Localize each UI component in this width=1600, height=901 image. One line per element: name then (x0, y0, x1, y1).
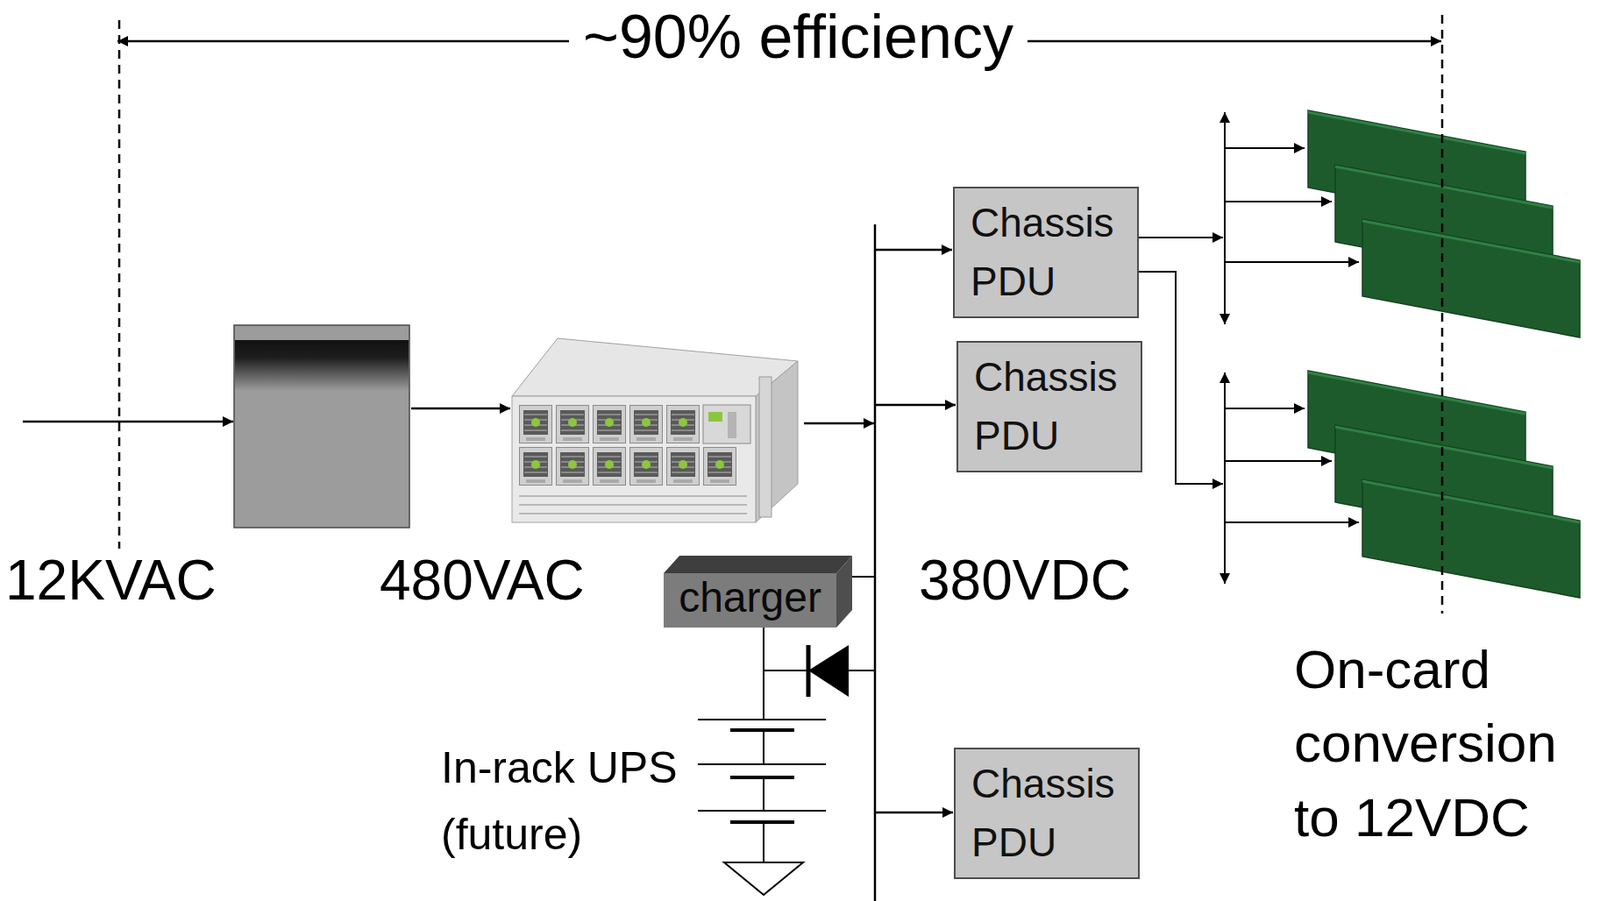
fan-module (556, 405, 590, 444)
controller-screen (708, 412, 723, 422)
pdu-output-arrow (1138, 271, 1224, 484)
voltage-label: 480VAC (376, 548, 589, 614)
battery-plate (697, 763, 826, 766)
card-stack (1308, 370, 1580, 598)
voltage-label: 380VDC (915, 548, 1135, 614)
node-label: Chassis PDU (974, 348, 1132, 465)
card-feed-arrow (1224, 460, 1332, 463)
fan-module (667, 448, 700, 486)
feed-arrow (803, 422, 875, 426)
battery-plate (697, 718, 826, 721)
battery-symbol (697, 719, 826, 863)
fan-module (630, 405, 663, 444)
bus-feed-arrow (874, 811, 953, 815)
charger-front (663, 573, 837, 628)
efficiency-title: ~90% efficiency (568, 1, 1028, 73)
charger-box: charger (663, 555, 853, 628)
node-label: Chassis PDU (971, 754, 1130, 872)
diode-wire (848, 669, 875, 672)
diode-bar (806, 645, 811, 697)
charger-wire (852, 576, 875, 578)
fan-module (519, 405, 553, 444)
fan-module (519, 448, 553, 486)
fan-module (593, 448, 626, 486)
vent-line (519, 512, 747, 515)
transformer-box (234, 325, 410, 528)
battery-wire (762, 777, 765, 811)
server-card (1362, 479, 1580, 598)
charger-side (836, 555, 853, 628)
card-edge (1308, 112, 1526, 154)
card-bus-line (1223, 112, 1226, 325)
controller-module (703, 405, 751, 444)
card-feed-arrow (1224, 521, 1359, 524)
fan-module (667, 405, 700, 444)
rectifier-front (512, 396, 756, 523)
fan-module (704, 448, 737, 486)
vent-line (519, 504, 747, 506)
rectifier-illustration (512, 338, 798, 523)
fan-module (556, 448, 590, 486)
rectifier-top (512, 338, 798, 397)
diode-wire (763, 669, 809, 672)
card-feed-arrow (1224, 147, 1305, 150)
server-card (1362, 219, 1580, 338)
input-arrow (22, 420, 234, 424)
card-edge (1335, 426, 1553, 469)
battery-wire (762, 627, 765, 720)
mounting-ear (759, 376, 772, 518)
card-edge (1362, 481, 1580, 523)
node-label: Chassis PDU (970, 193, 1129, 311)
pdu-box: Chassis PDU (952, 186, 1139, 319)
controller-slot (727, 412, 737, 439)
battery-plate (730, 775, 795, 780)
fan-module (593, 405, 626, 444)
bus-feed-arrow (874, 248, 953, 252)
annotation-label: In-rack UPS (437, 743, 682, 795)
boundary-dashed-line (118, 20, 121, 612)
battery-plate (730, 820, 795, 825)
card-stack (1308, 110, 1580, 338)
dc-bus-line (874, 224, 877, 901)
card-edge (1335, 166, 1553, 208)
battery-wire (762, 822, 765, 863)
transformer-band (234, 340, 409, 392)
pdu-box: Chassis PDU (953, 747, 1140, 880)
charger-top (663, 555, 853, 574)
bus-feed-arrow (874, 404, 956, 407)
card-feed-arrow (1224, 200, 1332, 203)
card-edge (1362, 220, 1580, 263)
battery-plate (697, 810, 826, 812)
battery-plate (730, 728, 795, 733)
pdu-output-arrow (1138, 236, 1224, 239)
card-edge (1308, 372, 1526, 414)
battery-wire (762, 730, 765, 765)
ground-symbol (724, 862, 804, 896)
rectifier-side (755, 361, 798, 523)
diode-symbol (808, 645, 849, 697)
feed-arrow (411, 407, 511, 411)
node-label: charger (663, 573, 837, 622)
card-feed-arrow (1224, 407, 1305, 410)
annotation-label: (future) (437, 810, 586, 861)
fan-module (630, 448, 663, 486)
pdu-box: Chassis PDU (956, 341, 1143, 473)
card-feed-arrow (1224, 261, 1359, 264)
card-bus-line (1223, 372, 1226, 584)
boundary-dashed-line (1441, 14, 1444, 614)
voltage-label: 12KVAC (1, 548, 221, 614)
annotation-label: On-card conversion to 12VDC (1290, 632, 1587, 855)
vent-line (519, 495, 747, 498)
